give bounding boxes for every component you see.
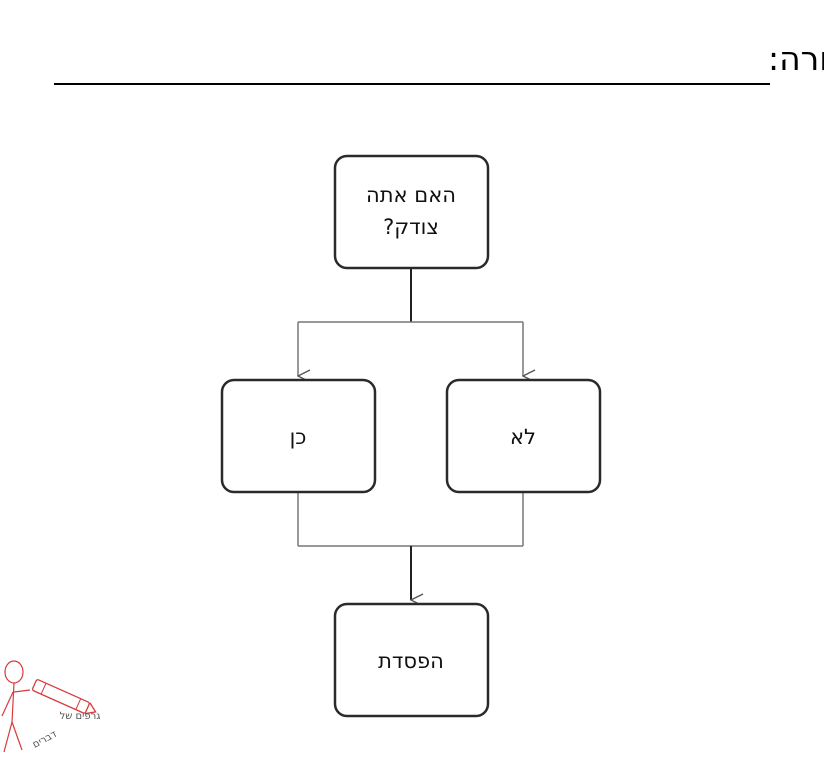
- node-result-label: הפסדת: [378, 649, 444, 673]
- node-question-line2: צודק?: [383, 215, 439, 239]
- connectors: [298, 268, 523, 600]
- stick-figure-icon: [1, 660, 31, 753]
- logo-text-line1: גרפים של: [60, 711, 101, 722]
- node-question: האם אתה צודק?: [333, 154, 490, 270]
- node-no-label: לא: [510, 425, 536, 449]
- node-result: הפסדת: [333, 602, 490, 718]
- node-question-line1: האם אתה: [366, 183, 456, 207]
- logo-text-line2: דברים: [31, 729, 59, 751]
- crayon-icon: [31, 679, 97, 715]
- logo: גרפים של דברים: [1, 660, 101, 753]
- node-yes-label: כן: [290, 425, 307, 449]
- node-no: לא: [445, 378, 602, 494]
- page-title: תרשים זרימה מפורט לויכוח עם בחורה:: [768, 39, 824, 78]
- node-yes: כן: [220, 378, 377, 494]
